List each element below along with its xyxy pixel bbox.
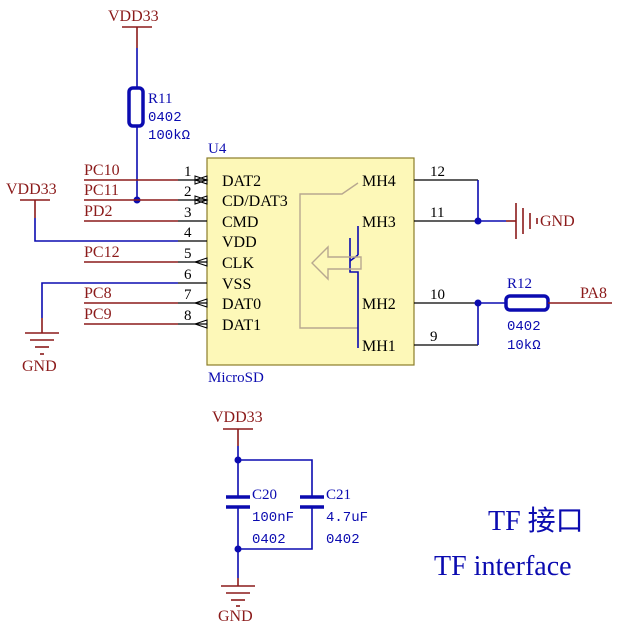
pin-1-num: 1 [184,164,192,180]
pin-6-num: 6 [184,267,192,283]
junction-gnd [474,217,482,225]
pin-12-name: MH4 [362,173,396,190]
pin-4-num: 4 [184,225,192,241]
net-pc11: PC11 [84,182,119,199]
c20-value: 100nF [252,510,294,526]
pin-8-name: DAT1 [222,317,261,334]
junction-cap-bottom [234,545,242,553]
pin-7-num: 7 [184,287,192,303]
net-pc12: PC12 [84,244,120,261]
u4-name: MicroSD [208,370,264,386]
pin-7-name: DAT0 [222,296,261,313]
pin-8-num: 8 [184,308,192,324]
pin-1-name: DAT2 [222,173,261,190]
r12-body [504,294,550,312]
u4-ref: U4 [208,141,227,157]
u4-right-pin-lines [414,179,478,346]
r12-ref: R12 [507,276,532,292]
pin-10-num: 10 [430,287,445,303]
c20-ref: C20 [252,487,277,503]
net-pa8: PA8 [580,285,607,302]
junction-cap-top [234,456,242,464]
vdd-left-label: VDD33 [6,181,57,198]
c20-package: 0402 [252,532,286,548]
r11-value: 100kΩ [148,128,190,144]
pin-6-name: VSS [222,276,251,293]
card-detect-switch [299,182,362,348]
gnd-left-label: GND [22,358,57,375]
pin-9-num: 9 [430,329,438,345]
net-pc9: PC9 [84,306,112,323]
pin-11-name: MH3 [362,214,396,231]
pin-12-num: 12 [430,164,445,180]
u4-body [206,157,415,366]
r11-package: 0402 [148,110,182,126]
c21-package: 0402 [326,532,360,548]
pin-5-num: 5 [184,246,192,262]
pin-3-name: CMD [222,214,258,231]
pin-3-num: 3 [184,205,192,221]
pin-5-name: CLK [222,255,254,272]
pin-4-name: VDD [222,234,257,251]
net-pc10: PC10 [84,162,120,179]
vdd-top-label: VDD33 [108,8,159,25]
gnd-cap-label: GND [218,608,253,625]
c20-body [226,495,250,509]
c21-value: 4.7uF [326,510,368,526]
junction-pa8 [474,299,482,307]
vdd-top-symbol: VDD33 [108,8,159,48]
vdd-cap-label: VDD33 [212,409,263,426]
r11-body [127,86,145,128]
gnd-cap-symbol: GND [218,578,255,625]
r12-package: 0402 [507,319,541,335]
gnd-left-symbol: GND [22,318,59,375]
pin-9-name: MH1 [362,338,396,355]
gnd-right-symbol: GND [506,203,575,239]
u4-left-pin-lines [178,175,209,329]
vdd-left-symbol: VDD33 [6,181,57,218]
title-en: TF interface [434,551,572,582]
gnd-right-label: GND [540,213,575,230]
pin-2-name: CD/DAT3 [222,193,288,210]
r12-value: 10kΩ [507,338,541,354]
c21-ref: C21 [326,487,351,503]
pin-2-num: 2 [184,184,192,200]
title-cn: TF 接口 [488,505,584,537]
c21-body [300,495,324,509]
net-pc8: PC8 [84,285,112,302]
r11-ref: R11 [148,91,172,107]
vdd-cap-symbol: VDD33 [212,409,263,446]
net-pd2: PD2 [84,203,112,220]
pin-11-num: 11 [430,205,444,221]
pin-10-name: MH2 [362,296,396,313]
